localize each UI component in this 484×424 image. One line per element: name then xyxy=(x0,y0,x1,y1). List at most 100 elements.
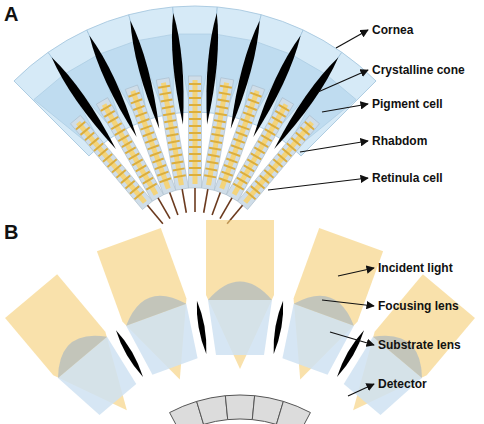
pigment-cell xyxy=(169,13,188,125)
part-label: Rhabdom xyxy=(372,134,427,148)
rhabdom-band xyxy=(265,129,275,135)
focusing-lens xyxy=(46,323,107,378)
rhabdom-band xyxy=(275,111,285,117)
rhabdom-band xyxy=(159,93,171,95)
rhabdom-band xyxy=(215,113,227,115)
rhabdom-band xyxy=(241,119,252,123)
part-label: Detector xyxy=(378,377,427,391)
rhabdom-band xyxy=(247,159,257,165)
leader-arrow xyxy=(336,30,368,48)
rhabdom-band xyxy=(128,93,139,97)
detector-segment xyxy=(276,401,310,424)
pigment-wall xyxy=(271,300,286,354)
panel-letter: B xyxy=(4,221,18,244)
rhabdom-band xyxy=(210,141,222,143)
substrate-lens xyxy=(208,300,272,355)
rhabdom-band xyxy=(237,178,247,184)
rhabdom-band xyxy=(258,141,268,147)
rhabdom-band xyxy=(246,191,255,199)
rhabdom-band xyxy=(233,184,243,190)
rhabdom-band xyxy=(264,170,273,178)
rhabdom-band xyxy=(167,134,179,136)
rhabdom-band xyxy=(131,99,142,103)
optical-unit xyxy=(327,274,475,424)
rhabdom-band xyxy=(157,172,168,176)
rhabdom-band xyxy=(254,147,264,153)
rhabdom-band xyxy=(189,132,201,134)
rhabdom-band xyxy=(108,117,118,123)
rhabdom-band xyxy=(282,149,291,157)
rhabdom-band xyxy=(233,139,244,143)
rhabdom-band xyxy=(165,127,177,129)
rhabdom-band xyxy=(300,127,309,135)
rhabdom-band xyxy=(272,117,282,123)
pigment-cell xyxy=(226,19,264,130)
rhabdom-band xyxy=(244,165,254,171)
rhabdom-band xyxy=(160,178,171,182)
nerve-fiber xyxy=(182,189,186,213)
pigment-cell xyxy=(270,55,342,152)
compound-eye xyxy=(14,6,376,236)
rhabdom-band xyxy=(146,184,156,190)
rhabdom-band xyxy=(143,132,154,136)
light-beam xyxy=(206,220,274,369)
light-beam xyxy=(97,228,212,391)
rhabdom-band xyxy=(278,154,287,162)
leader-arrow xyxy=(330,332,374,345)
rhabdom-band xyxy=(296,133,305,141)
rhabdom-band xyxy=(130,186,139,194)
rhabdom-band xyxy=(250,93,261,97)
rhabdom-band xyxy=(134,191,143,199)
focusing-lens xyxy=(208,282,272,301)
rhabdom-band xyxy=(145,139,156,143)
rhabdom-band xyxy=(204,175,216,177)
rhabdom-band xyxy=(287,143,296,151)
rhabdom-band xyxy=(268,123,278,129)
rhabdom-band xyxy=(219,178,230,182)
rhabdom-band xyxy=(205,168,217,170)
rhabdom-band xyxy=(208,155,220,157)
rhabdom-band xyxy=(152,158,163,162)
rhabdom-band xyxy=(248,99,259,103)
leader-arrow xyxy=(322,300,374,306)
rhabdom-band xyxy=(112,165,121,173)
rhabdom-band xyxy=(161,99,173,101)
nerve-fiber xyxy=(147,205,162,223)
rhabdom-band xyxy=(80,127,89,135)
rhabdom-band xyxy=(125,181,134,189)
leader-lines xyxy=(268,30,374,396)
part-label: Incident light xyxy=(378,261,453,275)
rhabdom-band xyxy=(162,106,174,108)
detector-segment xyxy=(225,395,254,420)
rhabdom-band xyxy=(207,161,219,163)
rhabdom-band xyxy=(94,143,103,151)
rhabdom-band xyxy=(189,139,201,141)
rhabdom-band xyxy=(261,135,271,141)
pigment-cell xyxy=(85,34,140,139)
rhabdom-band xyxy=(251,153,261,159)
rhabdom-band xyxy=(189,125,201,127)
rhabdom-band xyxy=(136,112,147,116)
part-label: Focusing lens xyxy=(378,299,459,313)
rhabdom-band xyxy=(150,152,161,156)
rhabdom-band xyxy=(189,118,201,120)
pigment-wall xyxy=(113,329,145,379)
rhabdom-band xyxy=(219,93,231,95)
rhabdom-band xyxy=(132,159,142,165)
rhabdom-band xyxy=(213,127,225,129)
retinula-cell xyxy=(189,76,202,188)
part-label: Substrate lens xyxy=(378,338,461,352)
rhabdom-band xyxy=(231,145,242,149)
leader-arrow xyxy=(300,141,368,152)
rhabdom-band xyxy=(243,112,254,116)
rhabdom-band xyxy=(129,153,139,159)
leader-arrow xyxy=(322,104,368,112)
rhabdom-band xyxy=(111,123,121,129)
rhabdom-band xyxy=(251,186,260,194)
panel-letter: A xyxy=(4,3,18,26)
part-label: Retinula cell xyxy=(372,171,443,185)
rhabdom-band xyxy=(139,172,149,178)
rhabdom-band xyxy=(255,181,264,189)
rhabdom-band xyxy=(236,132,247,136)
rhabdom-band xyxy=(273,159,282,167)
